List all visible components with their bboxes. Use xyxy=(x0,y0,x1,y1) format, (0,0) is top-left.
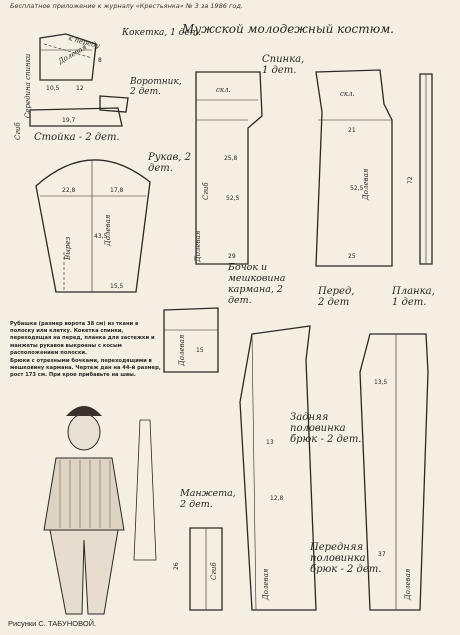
magazine-header: Бесплатное приложение к журналу «Крестья… xyxy=(10,2,243,10)
sleeve-dim-1: 22,8 xyxy=(62,187,76,194)
front-dim-3: 25 xyxy=(348,253,356,260)
back-pleat-label: скл. xyxy=(216,86,231,94)
front-piece: Долевая скл. 21 52,5 25 xyxy=(315,69,393,267)
collar-dim-1: 19,7 xyxy=(62,117,76,124)
yoke-dim-1: 10,5 xyxy=(46,85,60,92)
front-trousers-dim-1: 13,5 xyxy=(374,379,388,386)
front-trousers-piece: Долевая 13,5 37 xyxy=(359,333,429,611)
yoke-dim-3: 8 xyxy=(98,57,102,64)
pocket-grain-label: Долевая xyxy=(178,334,186,367)
back-dim-2: 52,5 xyxy=(226,195,240,202)
back-trousers-dim-2: 12,8 xyxy=(270,495,284,502)
garment-description: Рубашка (размер ворота 38 см) из ткани в… xyxy=(10,321,163,381)
front-trousers-title: Передняя половинка брюк - 2 дет. xyxy=(310,542,382,575)
front-dim-1: 21 xyxy=(348,127,356,134)
front-title: Перед, 2 дет xyxy=(318,286,355,308)
front-dim-2: 52,5 xyxy=(350,185,364,192)
page-title: Мужской молодежный костюм. xyxy=(182,22,394,36)
sleeve-piece: Долевая Вырез 22,8 17,8 43,5 15,5 xyxy=(35,159,151,293)
sleeve-slit-label: Вырез xyxy=(64,237,72,261)
illustration-credit: Рисунки С. ТАБУНОВОЙ. xyxy=(8,619,97,628)
yoke-title: Кокетка, 1 дет. xyxy=(122,28,202,38)
front-trousers-dim-2: 37 xyxy=(378,551,386,558)
placket-dim-1: 72 xyxy=(407,176,414,184)
placket-title: Планка, 1 дет. xyxy=(392,286,435,308)
sleeve-grain-label: Долевая xyxy=(104,214,112,247)
back-trousers-piece: Долевая 13 12,8 xyxy=(239,325,317,611)
back-trousers-grain-label: Долевая xyxy=(262,568,270,601)
front-grain-label: Долевая xyxy=(362,168,370,201)
shirt-description: Рубашка (размер ворота 38 см) из ткани в… xyxy=(10,321,155,356)
front-pleat-label: скл. xyxy=(340,90,355,98)
back-fold-label: Сгиб xyxy=(202,182,210,200)
back-grain-label: Долевая xyxy=(194,230,202,263)
cuff-dim-1: 26 xyxy=(173,562,180,570)
back-piece: Сгиб Долевая скл. 25,8 52,5 29 xyxy=(194,71,263,265)
model-illustration xyxy=(43,406,157,615)
sleeve-dim-3: 43,5 xyxy=(94,233,108,240)
front-trousers-grain-label: Долевая xyxy=(404,568,412,601)
cuff-fold-label: Сгиб xyxy=(210,562,218,580)
sleeve-dim-4: 15,5 xyxy=(110,283,124,290)
collar-fold-label: Сгиб xyxy=(14,122,22,140)
trousers-description: Брюки с отрезными бочками, переходящими … xyxy=(10,358,161,379)
yoke-dim-2: 12 xyxy=(76,85,84,92)
back-title: Спинка, 1 дет. xyxy=(262,54,305,76)
pocket-piece: Долевая 15 xyxy=(163,307,219,373)
yoke-grain-label: Долевая xyxy=(56,43,88,66)
back-dim-1: 25,8 xyxy=(224,155,238,162)
back-trousers-title: Задняя половинка брюк - 2 дет. xyxy=(290,412,362,445)
collar-piece: 19,7 Сгиб xyxy=(14,95,129,140)
cuff-title: Манжета, 2 дет. xyxy=(180,488,236,510)
pocket-title: Бочок и мешковина кармана, 2 дет. xyxy=(228,262,286,306)
collar-title: Воротник, 2 дет. xyxy=(130,77,182,97)
sleeve-title: Рукав, 2 дет. xyxy=(148,152,192,174)
back-trousers-dim-1: 13 xyxy=(266,439,274,446)
back-dim-3: 29 xyxy=(228,253,236,260)
sleeve-dim-2: 17,8 xyxy=(110,187,124,194)
stand-title: Стойка - 2 дет. xyxy=(34,132,120,143)
yoke-center-label: Середина спинки xyxy=(24,53,32,118)
placket-piece: 72 xyxy=(407,73,433,265)
pocket-dim-1: 15 xyxy=(196,347,204,354)
cuff-piece: Сгиб 26 xyxy=(173,527,223,611)
yoke-piece: Середина спинки Долевая к переду 10,5 12… xyxy=(24,33,102,118)
